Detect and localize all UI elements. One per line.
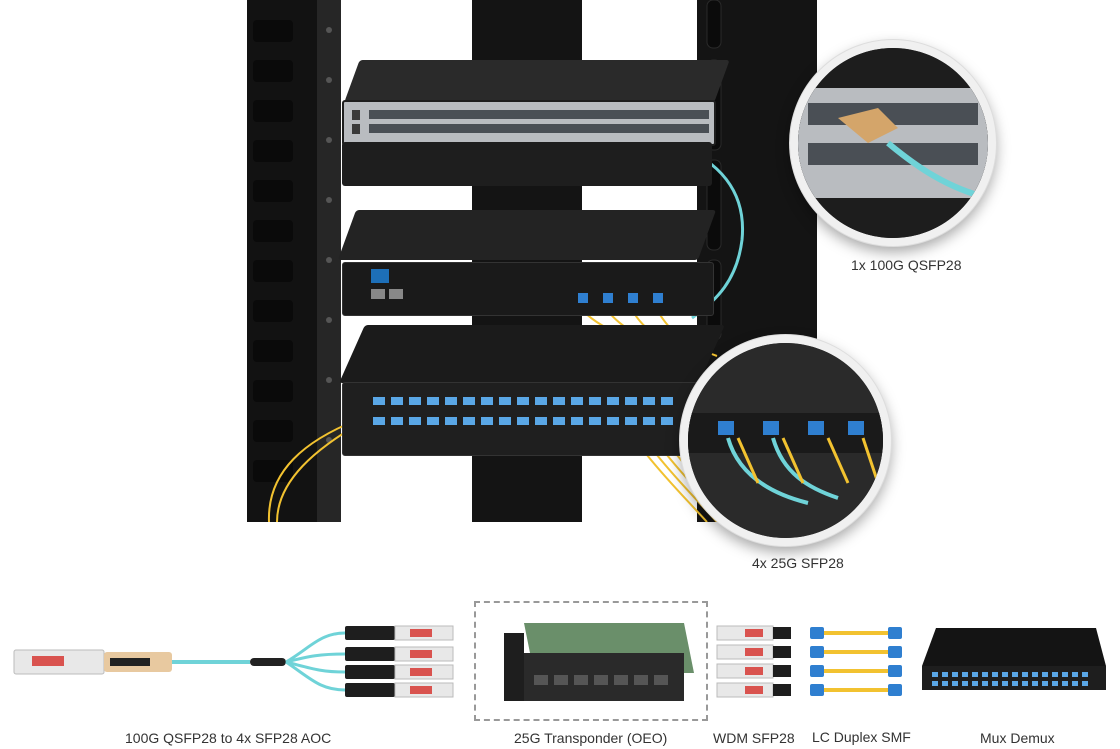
aoc-breakout-cable (13, 625, 454, 698)
product-label-mux-demux: Mux Demux (980, 730, 1055, 746)
transponder-card (504, 623, 694, 701)
transponder-chassis-front (342, 262, 714, 316)
callout-label-sfp28: 4x 25G SFP28 (752, 555, 844, 571)
server-rack (247, 0, 827, 522)
switch-chassis (342, 142, 712, 186)
transponder-highlight-box (474, 601, 708, 721)
switch-front-panel (342, 100, 716, 146)
lc-duplex-patch-cords (810, 627, 902, 696)
rack-details (253, 0, 745, 522)
qsfp28-zoom-callout (790, 40, 996, 246)
product-label-aoc: 100G QSFP28 to 4x SFP28 AOC (125, 730, 332, 746)
product-label-lc-duplex: LC Duplex SMF (812, 729, 911, 745)
product-label-transponder: 25G Transponder (OEO) (514, 730, 668, 746)
callout-label-qsfp28: 1x 100G QSFP28 (851, 257, 962, 273)
transponder-chassis-cover (337, 210, 717, 260)
mux-top-cover (339, 325, 725, 383)
wdm-sfp28-modules (716, 625, 791, 698)
product-label-wdm-sfp28: WDM SFP28 (713, 730, 795, 746)
switch-top-cover (344, 60, 730, 102)
mux-demux-unit (922, 628, 1106, 690)
mux-front-panel (342, 382, 724, 456)
sfp28-zoom-callout (680, 335, 891, 546)
